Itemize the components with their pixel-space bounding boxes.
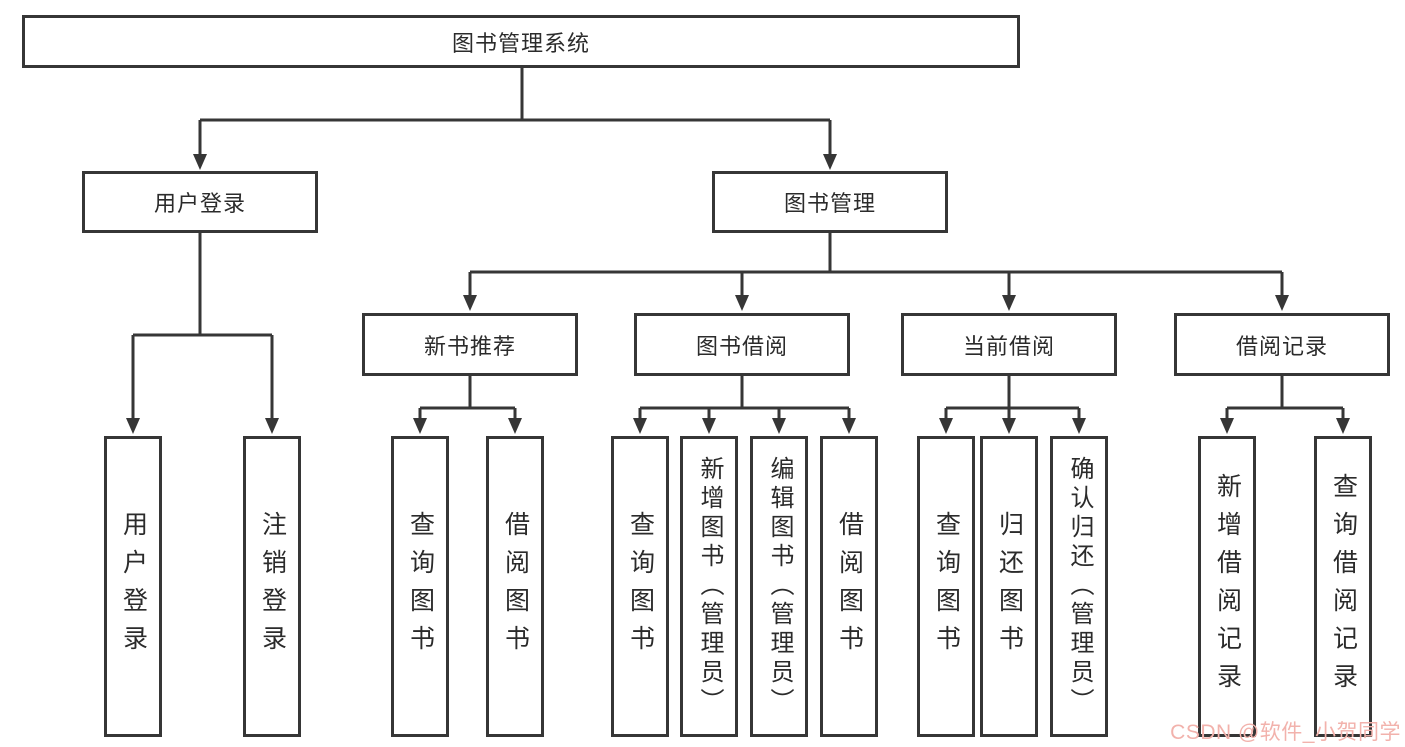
- arrowhead-icon: [1072, 418, 1086, 434]
- node-borrow-records-label: 借阅记录: [1235, 333, 1328, 359]
- arrowhead-icon: [939, 418, 953, 434]
- arrowhead-icon: [508, 418, 522, 434]
- node-borrow-records: 借阅记录: [1174, 313, 1390, 376]
- arrowhead-icon: [413, 418, 427, 434]
- leaf-add-book-admin-label: 新增图书（管理员）: [696, 456, 723, 717]
- leaf-query-books-borrow: 查询图书: [611, 436, 669, 737]
- node-user-login-label: 用户登录: [153, 191, 246, 216]
- leaf-logout-label: 注销登录: [258, 510, 287, 663]
- leaf-user-login: 用户登录: [104, 436, 162, 737]
- leaf-add-borrow-record-label: 新增借阅记录: [1213, 472, 1242, 701]
- leaf-query-books-recommend: 查询图书: [391, 436, 449, 737]
- node-book-management-label: 图书管理: [783, 191, 876, 216]
- leaf-query-books-current-label: 查询图书: [932, 510, 961, 663]
- arrowhead-icon: [193, 154, 207, 170]
- leaf-query-books-borrow-label: 查询图书: [626, 510, 655, 663]
- connector-lines: [133, 68, 1343, 410]
- arrowhead-icon: [823, 154, 837, 170]
- arrowhead-icon: [1275, 295, 1289, 311]
- leaf-query-books-recommend-label: 查询图书: [406, 510, 435, 663]
- leaf-borrow-books: 借阅图书: [820, 436, 878, 737]
- node-book-borrow-label: 图书借阅: [695, 333, 788, 359]
- node-root: 图书管理系统: [22, 15, 1020, 68]
- arrowhead-icon: [1336, 418, 1350, 434]
- leaf-query-borrow-record-label: 查询借阅记录: [1329, 472, 1358, 701]
- leaf-logout: 注销登录: [243, 436, 301, 737]
- leaf-edit-book-admin: 编辑图书（管理员）: [750, 436, 808, 737]
- leaf-query-borrow-record: 查询借阅记录: [1314, 436, 1372, 737]
- leaf-user-login-label: 用户登录: [119, 510, 148, 663]
- leaf-return-book-label: 归还图书: [995, 510, 1024, 663]
- arrowhead-icon: [1002, 418, 1016, 434]
- arrowheads: [126, 120, 1350, 434]
- node-book-management: 图书管理: [712, 171, 948, 233]
- leaf-confirm-return-admin: 确认归还（管理员）: [1050, 436, 1108, 737]
- node-user-login: 用户登录: [82, 171, 318, 233]
- arrowhead-icon: [463, 295, 477, 311]
- arrowhead-icon: [633, 418, 647, 434]
- leaf-edit-book-admin-label: 编辑图书（管理员）: [766, 456, 793, 717]
- arrowhead-icon: [772, 418, 786, 434]
- node-current-borrow-label: 当前借阅: [962, 333, 1055, 359]
- leaf-borrow-books-recommend-label: 借阅图书: [501, 510, 530, 663]
- node-root-label: 图书管理系统: [451, 30, 590, 56]
- leaf-confirm-return-admin-label: 确认归还（管理员）: [1066, 456, 1093, 717]
- arrowhead-icon: [1002, 295, 1016, 311]
- leaf-query-books-current: 查询图书: [917, 436, 975, 737]
- leaf-borrow-books-label: 借阅图书: [835, 510, 864, 663]
- leaf-add-borrow-record: 新增借阅记录: [1198, 436, 1256, 737]
- leaf-add-book-admin: 新增图书（管理员）: [680, 436, 738, 737]
- arrowhead-icon: [1220, 418, 1234, 434]
- node-current-borrow: 当前借阅: [901, 313, 1117, 376]
- arrowhead-icon: [126, 418, 140, 434]
- leaf-return-book: 归还图书: [980, 436, 1038, 737]
- node-book-borrow: 图书借阅: [634, 313, 850, 376]
- arrowhead-icon: [735, 295, 749, 311]
- arrowhead-icon: [702, 418, 716, 434]
- arrowhead-icon: [842, 418, 856, 434]
- watermark: CSDN @软件_小贺同学: [1170, 721, 1401, 744]
- arrowhead-icon: [265, 418, 279, 434]
- node-new-book-recommend: 新书推荐: [362, 313, 578, 376]
- node-new-book-recommend-label: 新书推荐: [423, 333, 516, 359]
- leaf-borrow-books-recommend: 借阅图书: [486, 436, 544, 737]
